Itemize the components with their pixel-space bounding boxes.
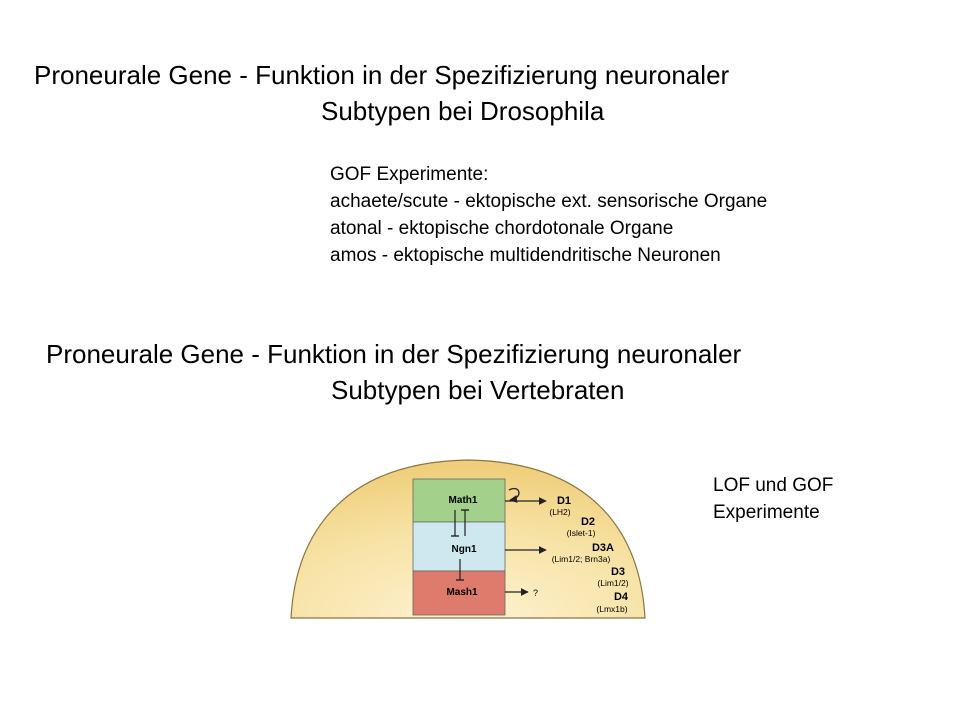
- ngn1-label: Ngn1: [452, 544, 477, 555]
- subtype-d4-marker: (Lmx1b): [596, 604, 627, 614]
- subtype-d2-marker: (Islet-1): [567, 528, 596, 538]
- lof-gof-label: LOF und GOF Experimente: [713, 472, 833, 526]
- lof-gof-line2: Experimente: [713, 502, 820, 523]
- math1-label: Math1: [449, 495, 478, 506]
- math1-autoregulation-arrow: [508, 487, 520, 503]
- gof-line-achaete-scute: achaete/scute - ektopische ext. sensoris…: [330, 191, 768, 212]
- subtype-d1-marker: (LH2): [549, 507, 570, 517]
- subtype-d3a-marker: (Lim1/2; Brn3a): [552, 554, 611, 564]
- math1-domain: [412, 478, 506, 523]
- drosophila-heading-line1: Proneurale Gene - Funktion in der Spezif…: [34, 60, 730, 90]
- unknown-target-label: ?: [533, 588, 538, 598]
- mash1-domain: [412, 570, 506, 616]
- gof-experiments-block: GOF Experimente: achaete/scute - ektopis…: [330, 161, 767, 269]
- subtype-d1: D1: [557, 495, 571, 507]
- subtype-d4: D4: [614, 591, 629, 603]
- subtype-d3-marker: (Lim1/2): [597, 578, 628, 588]
- gof-title: GOF Experimente:: [330, 164, 489, 185]
- lof-gof-line1: LOF und GOF: [713, 475, 834, 496]
- subtype-d3: D3: [611, 566, 625, 578]
- gof-line-amos: amos - ektopische multidendritische Neur…: [330, 245, 721, 266]
- drosophila-heading-line2: Subtypen bei Drosophila: [321, 96, 605, 126]
- neural-tube-subtype-diagram: Math1 Ngn1 Mash1 ? D1 (LH2) D2 (Islet-1)…: [290, 459, 646, 619]
- gof-line-atonal: atonal - ektopische chordotonale Organe: [330, 218, 674, 239]
- subtype-d3a: D3A: [592, 542, 614, 554]
- vertebrate-heading-line2: Subtypen bei Vertebraten: [331, 375, 625, 405]
- vertebrate-heading-line1: Proneurale Gene - Funktion in der Spezif…: [46, 339, 742, 369]
- subtype-d2: D2: [581, 516, 595, 528]
- mash1-label: Mash1: [446, 587, 478, 598]
